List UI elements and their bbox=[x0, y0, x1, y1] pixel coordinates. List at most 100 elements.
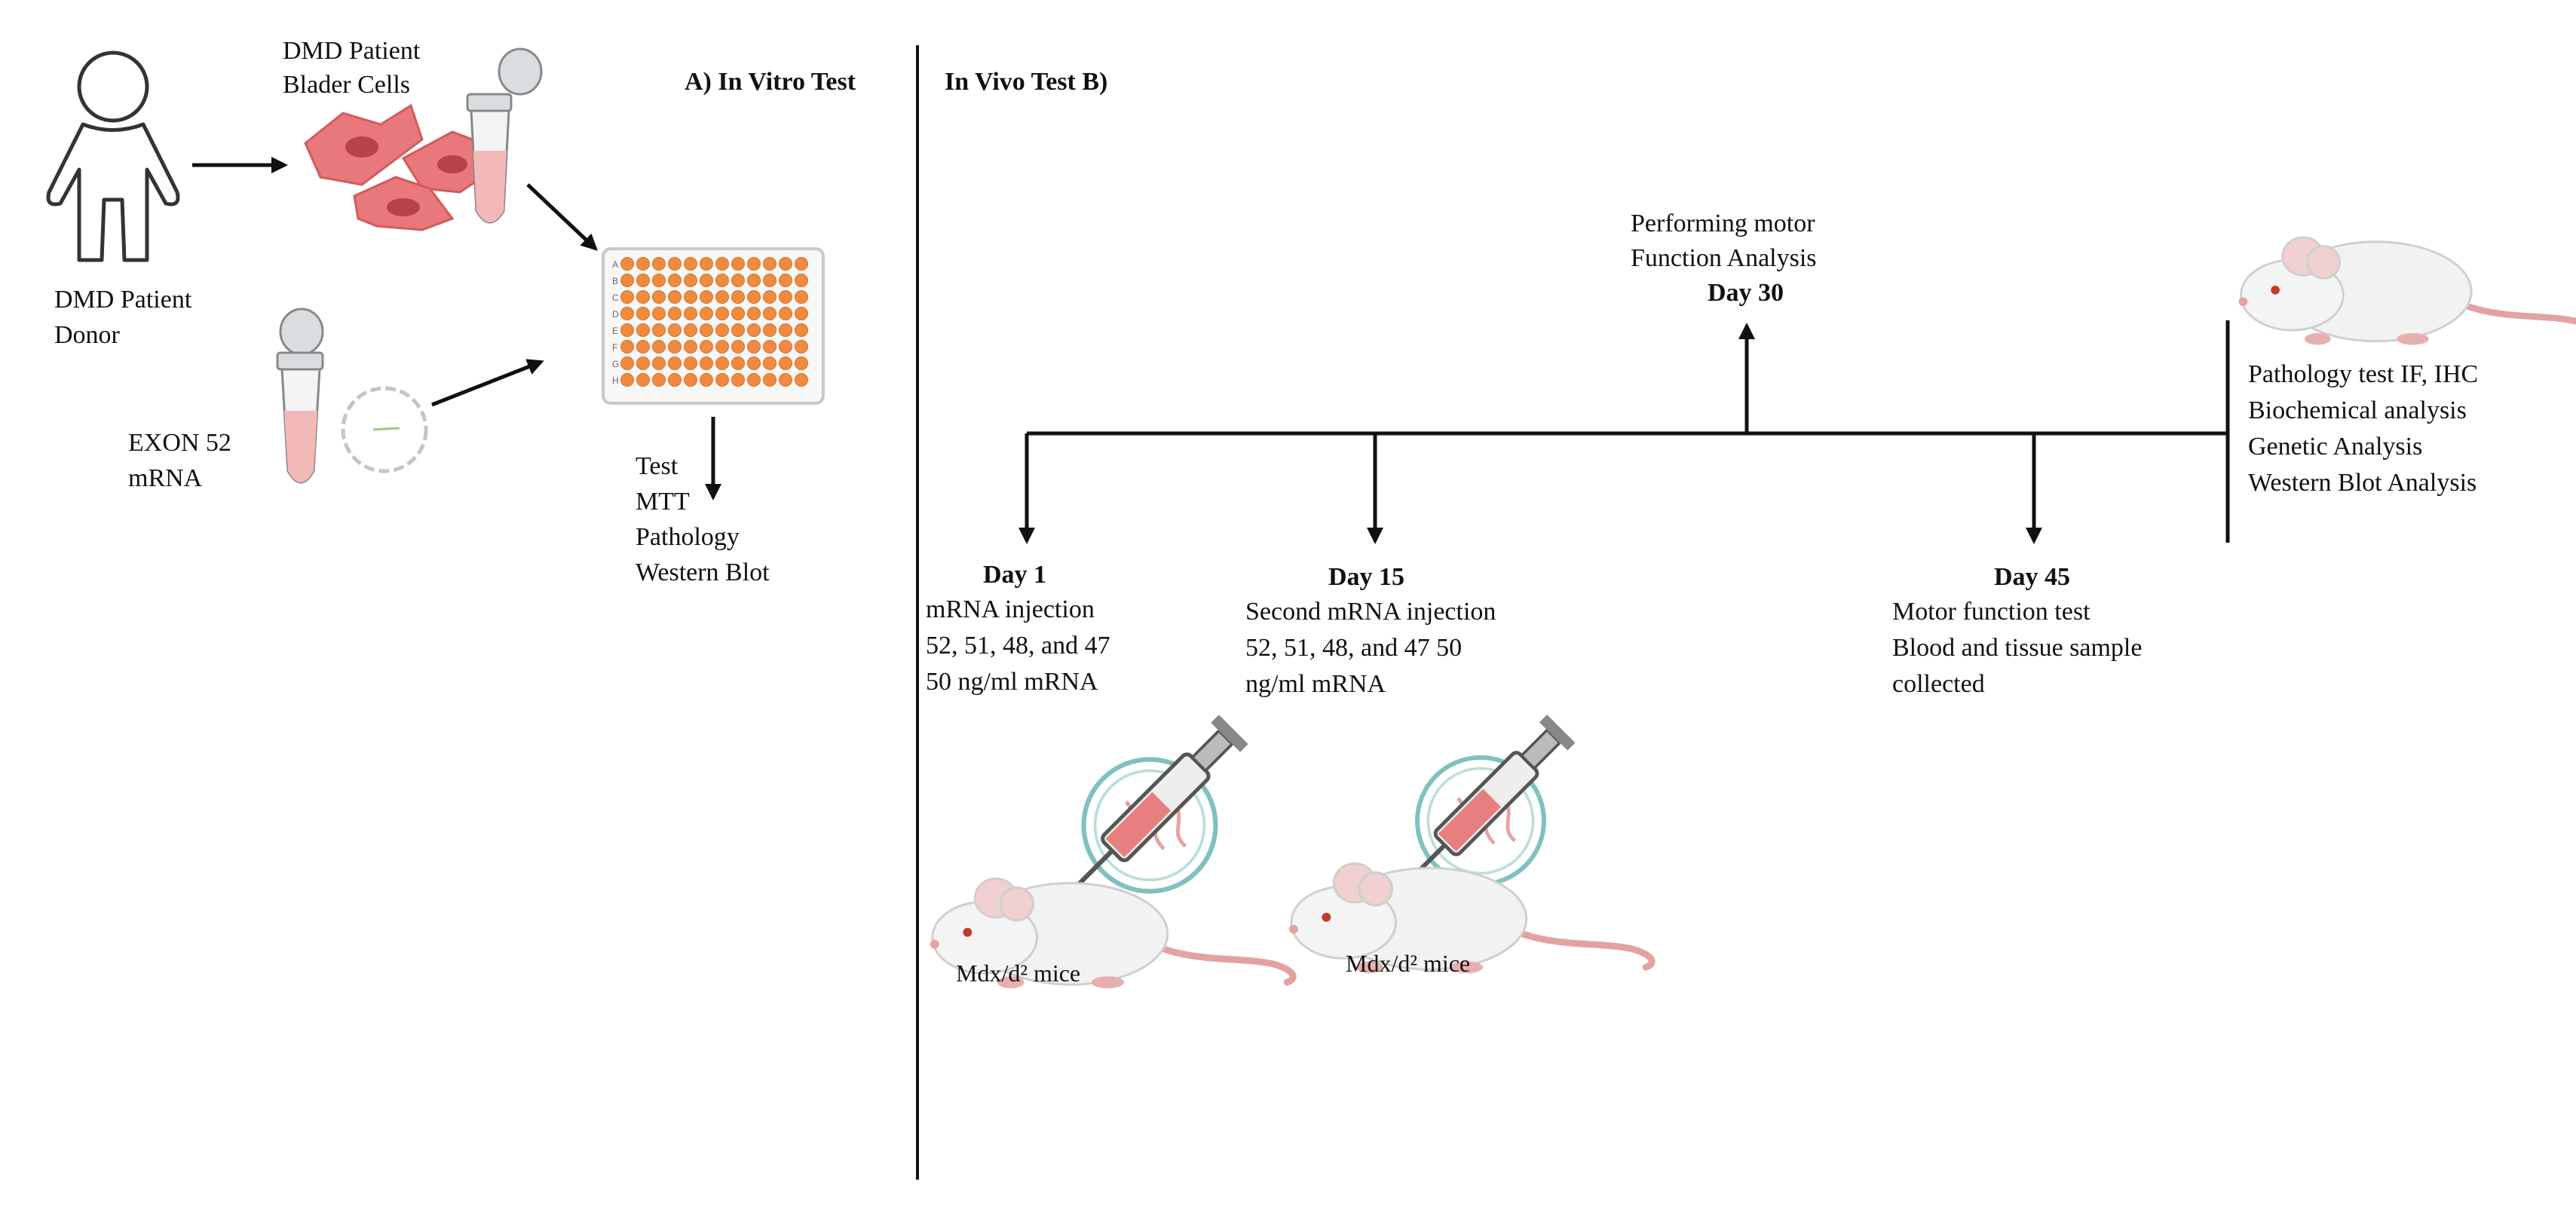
plate-row-label: D bbox=[612, 309, 619, 320]
plate-well bbox=[684, 274, 697, 287]
day1-desc-line2: 52, 51, 48, and 47 bbox=[926, 632, 1110, 660]
sample-tube-icon bbox=[466, 47, 543, 224]
plate-well bbox=[700, 340, 713, 354]
day45-desc-line1: Motor function test bbox=[1892, 598, 2091, 626]
mrna-to-plate-arrow bbox=[431, 359, 544, 407]
plate-row-label: A bbox=[612, 259, 618, 270]
plate-well bbox=[795, 274, 808, 287]
plate-well bbox=[668, 290, 682, 304]
plate-well bbox=[747, 323, 761, 337]
bladder-cells-icon bbox=[304, 103, 495, 231]
plate-row-label: F bbox=[612, 342, 617, 353]
day1-title: Day 1 bbox=[983, 561, 1047, 589]
plate-row-label: E bbox=[612, 326, 618, 336]
plate-well bbox=[636, 290, 650, 304]
plate-well bbox=[763, 257, 776, 271]
plate-well bbox=[636, 340, 650, 354]
plate-well bbox=[652, 257, 666, 271]
plate-well bbox=[715, 307, 729, 320]
donor-label-line1: DMD Patient bbox=[54, 286, 192, 314]
exon-label-line2: mRNA bbox=[128, 464, 203, 492]
plate-well bbox=[747, 357, 761, 370]
day45-title: Day 45 bbox=[1994, 563, 2071, 591]
plate-well bbox=[636, 257, 650, 271]
final-analysis-item: Genetic Analysis bbox=[2248, 433, 2423, 461]
donor-label-line2: Donor bbox=[54, 321, 120, 349]
plate-well bbox=[731, 257, 745, 271]
plate-well bbox=[715, 357, 729, 370]
plate-well bbox=[731, 307, 745, 320]
plate-well bbox=[731, 340, 745, 354]
plate-well bbox=[747, 290, 761, 304]
patient-cells-label-line2: Blader Cells bbox=[283, 71, 411, 99]
plate-well bbox=[652, 323, 666, 337]
plate-well bbox=[715, 373, 729, 387]
plate-well bbox=[795, 373, 808, 387]
plate-well bbox=[636, 323, 650, 337]
plate-well bbox=[652, 307, 666, 320]
exon-mrna-tube-icon bbox=[276, 308, 428, 484]
day15-title: Day 15 bbox=[1328, 563, 1405, 591]
plate-well bbox=[668, 373, 682, 387]
plate-well bbox=[700, 307, 713, 320]
plate-well bbox=[763, 340, 776, 354]
plate-well bbox=[620, 357, 634, 370]
final-analysis-item: Pathology test IF, IHC bbox=[2248, 360, 2479, 388]
day45-desc-line2: Blood and tissue sample bbox=[1892, 634, 2143, 662]
final-analysis-item: Western Blot Analysis bbox=[2248, 469, 2477, 497]
plate-well bbox=[684, 357, 697, 370]
plate-well bbox=[652, 340, 666, 354]
plate-well bbox=[731, 290, 745, 304]
plate-well bbox=[620, 373, 634, 387]
plate-well bbox=[668, 323, 682, 337]
plate-well bbox=[652, 373, 666, 387]
plate-well bbox=[636, 307, 650, 320]
exon-label-line1: EXON 52 bbox=[128, 429, 231, 457]
plate-well bbox=[652, 274, 666, 287]
plate-well bbox=[652, 290, 666, 304]
plate-well bbox=[731, 274, 745, 287]
plate-well bbox=[795, 357, 808, 370]
plate-well bbox=[715, 274, 729, 287]
plate-well bbox=[795, 290, 808, 304]
plate-well bbox=[763, 323, 776, 337]
plate-well bbox=[779, 257, 792, 271]
plate-well bbox=[700, 274, 713, 287]
day30-desc-line2: Function Analysis bbox=[1631, 244, 1817, 272]
plate-well bbox=[684, 290, 697, 304]
plate-well bbox=[763, 373, 776, 387]
plate-well bbox=[684, 340, 697, 354]
plate-well bbox=[763, 357, 776, 370]
plate-well bbox=[779, 323, 792, 337]
plate-well bbox=[795, 323, 808, 337]
day1-desc-line3: 50 ng/ml mRNA bbox=[926, 668, 1098, 696]
plate-well bbox=[763, 307, 776, 320]
plate-row-label: G bbox=[612, 359, 619, 369]
day1-desc-line1: mRNA injection bbox=[926, 595, 1095, 623]
day15-desc-line3: ng/ml mRNA bbox=[1245, 670, 1386, 698]
plate-well bbox=[684, 373, 697, 387]
plate-well bbox=[747, 340, 761, 354]
plate-well bbox=[731, 357, 745, 370]
plate-well bbox=[763, 290, 776, 304]
cells-to-plate-arrow bbox=[526, 183, 598, 251]
in-vitro-section-label: A) In Vitro Test bbox=[685, 68, 856, 96]
plate-well bbox=[731, 373, 745, 387]
plate-well bbox=[700, 290, 713, 304]
plate-well bbox=[700, 323, 713, 337]
plate-well bbox=[715, 323, 729, 337]
plate-well bbox=[620, 257, 634, 271]
plate-well bbox=[652, 357, 666, 370]
plate-well bbox=[620, 340, 634, 354]
plate-well bbox=[795, 307, 808, 320]
plate-row-label: H bbox=[612, 375, 619, 386]
test-list-item: Pathology bbox=[636, 523, 740, 551]
plate-well bbox=[684, 323, 697, 337]
plate-well bbox=[779, 290, 792, 304]
plate-well bbox=[668, 307, 682, 320]
plate-well bbox=[668, 357, 682, 370]
day1-mouse-label: Mdx/d² mice bbox=[956, 960, 1081, 987]
day30-title: Day 30 bbox=[1708, 279, 1784, 307]
day45-desc-line3: collected bbox=[1892, 670, 1985, 698]
